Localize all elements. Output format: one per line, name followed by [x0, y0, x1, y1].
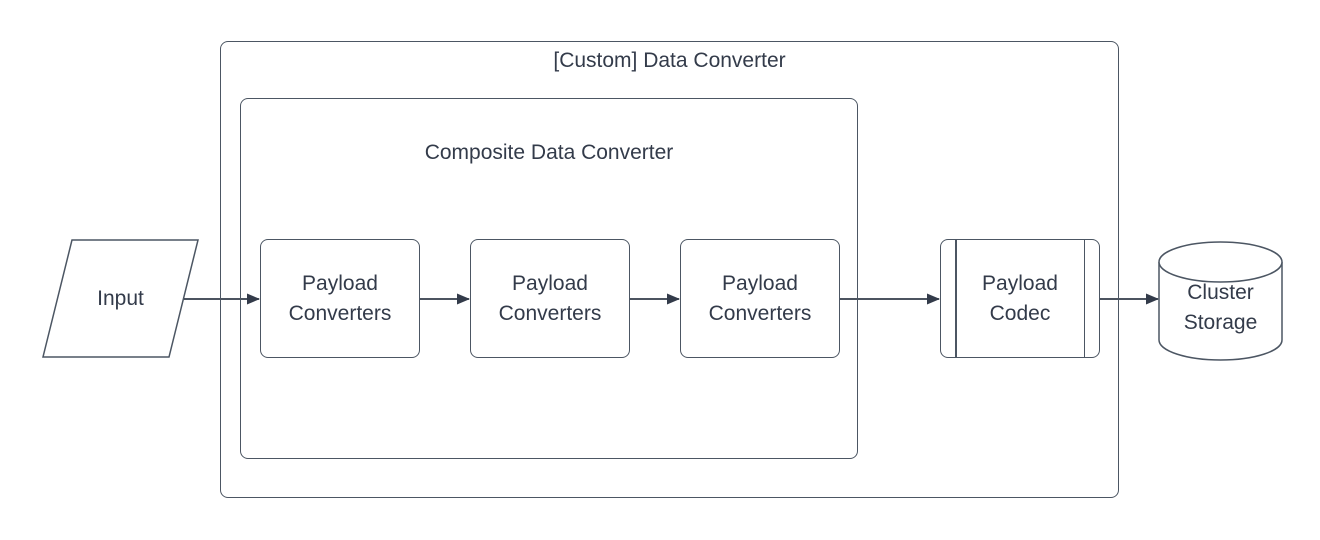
cluster-storage-label: Cluster Storage: [1183, 281, 1258, 334]
payload-converters-label-2: Payload Converters: [498, 271, 602, 325]
payload-converters-label-3: Payload Converters: [708, 271, 812, 325]
input-node-label: Input: [97, 286, 144, 310]
payload-converters-node-2: Payload Converters: [470, 239, 630, 358]
cluster-storage-cylinder-body: [1158, 262, 1283, 361]
composite-data-converter-label: Composite Data Converter: [424, 141, 674, 164]
custom-data-converter-group: [Custom] Data Converter: [220, 41, 1119, 498]
payload-converters-node-1: Payload Converters: [260, 239, 420, 358]
custom-data-converter-label: [Custom] Data Converter: [553, 49, 786, 72]
composite-data-converter-group: Composite Data Converter: [240, 98, 858, 459]
cluster-storage-cylinder-top: [1158, 241, 1283, 283]
payload-converters-node-3: Payload Converters: [680, 239, 840, 358]
codec-left-bar: [955, 240, 957, 357]
payload-codec-label: Payload Codec: [982, 271, 1058, 325]
payload-codec-node: Payload Codec: [940, 239, 1100, 358]
payload-converters-label-1: Payload Converters: [288, 271, 392, 325]
input-parallelogram-shape: [42, 239, 199, 358]
codec-right-bar: [1083, 240, 1085, 357]
